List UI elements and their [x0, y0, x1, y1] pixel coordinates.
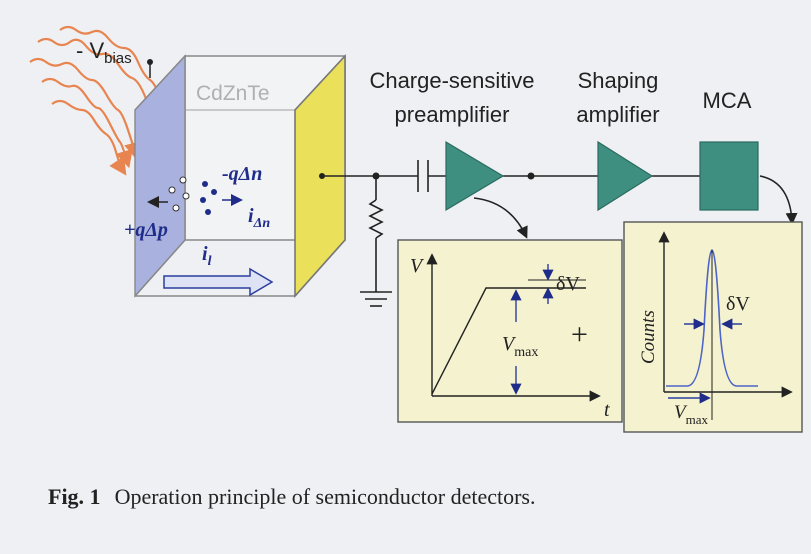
electrons	[200, 181, 217, 215]
spectrum-y-axis-label: Counts	[638, 310, 659, 364]
pulse-y-axis-label: V	[410, 255, 425, 277]
pulse-panel	[397, 239, 623, 423]
leakage-current-arrow	[163, 267, 274, 297]
mca-label: MCA	[703, 88, 752, 113]
pulse-plus-sign: +	[571, 318, 588, 351]
spectrum-panel	[623, 221, 803, 433]
bias-terminal	[147, 59, 153, 78]
resistor-junction	[372, 172, 380, 180]
preamp-to-pulse-arrow	[473, 197, 528, 239]
pulse-vmax-label: Vmax	[502, 333, 538, 360]
caption-text: Operation principle of semiconductor det…	[114, 484, 536, 509]
spectrum-vmax-label: Vmax	[674, 402, 708, 427]
signal-wire	[322, 160, 700, 307]
mca-box	[699, 141, 759, 211]
pulse-x-axis-label: t	[604, 399, 610, 421]
preamp-output-node	[527, 172, 535, 180]
detector-terminal	[319, 173, 325, 179]
mca-to-spectrum-arrow	[759, 175, 798, 225]
shaper-label-line2: amplifier	[576, 102, 659, 127]
shaping-amplifier-symbol	[597, 140, 654, 212]
hole-charge-label: +qΔp	[124, 219, 168, 241]
preamp-label-line1: Charge-sensitive	[369, 68, 534, 93]
electron-charge-label: -qΔn	[222, 163, 262, 185]
spectrum-dv-label: δV	[726, 293, 750, 315]
holes	[168, 176, 190, 212]
leakage-current-label: il	[202, 243, 212, 269]
electron-current-label: iΔn	[248, 205, 270, 231]
pulse-dv-label: δV	[556, 273, 580, 295]
figure-caption: Fig. 1 Operation principle of semiconduct…	[48, 484, 535, 510]
bias-label: - Vbias	[76, 38, 132, 67]
material-label: CdZnTe	[196, 82, 270, 105]
preamplifier-symbol	[445, 140, 505, 212]
caption-label: Fig. 1	[48, 484, 101, 509]
preamp-label-line2: preamplifier	[395, 102, 510, 127]
shaper-label-line1: Shaping	[578, 68, 659, 93]
front-electrode	[134, 54, 186, 298]
